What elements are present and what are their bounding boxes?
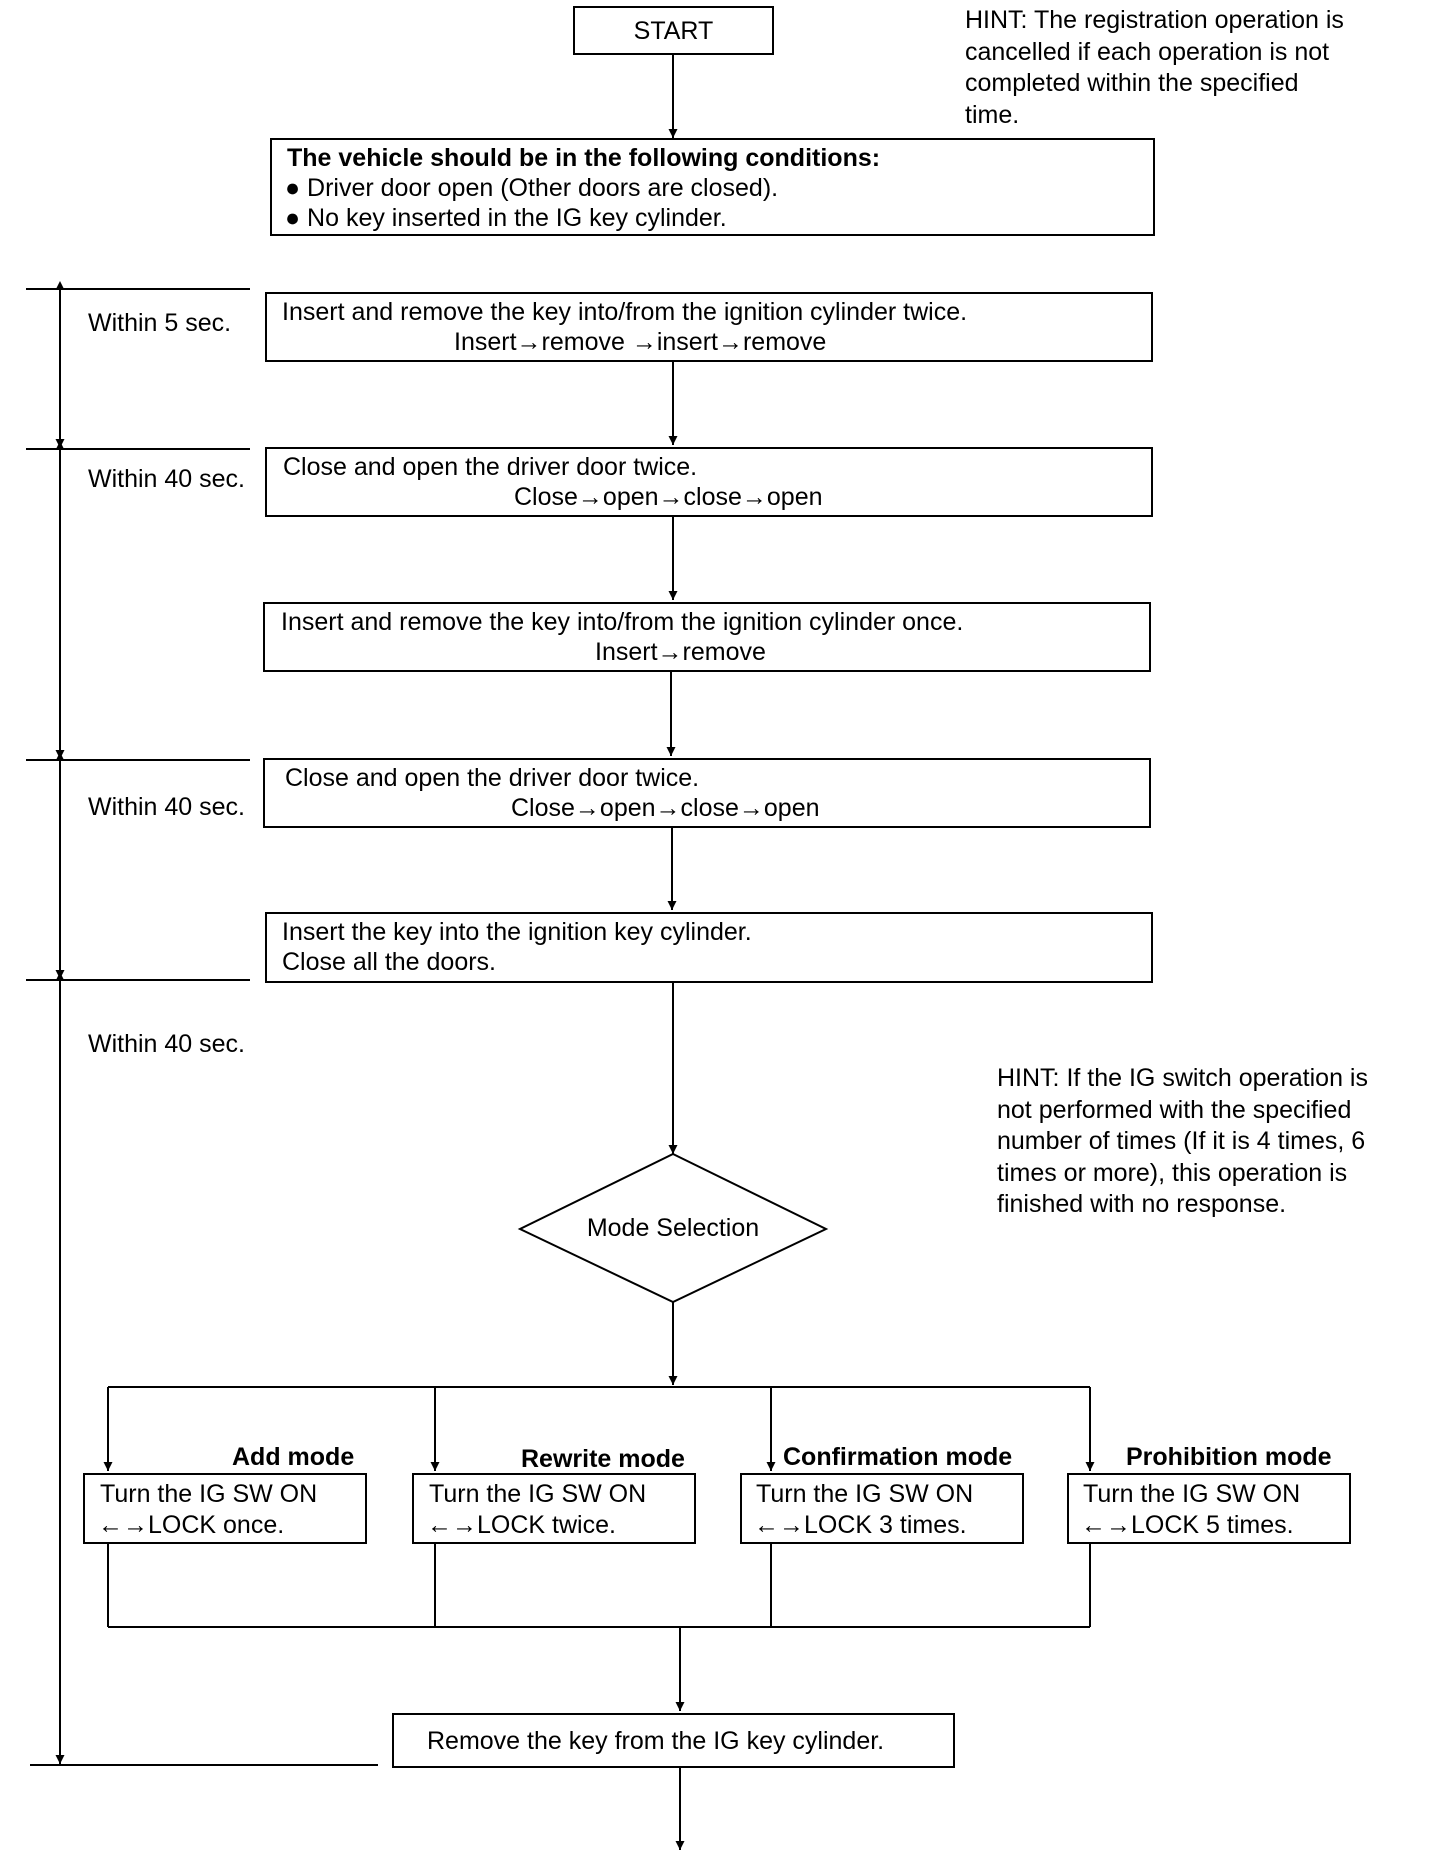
condition-item: ● No key inserted in the IG key cylinder… [285,204,727,232]
step-text: Close and open the driver door twice. [285,764,700,792]
step-insert-remove-twice: Insert and remove the key into/from the … [265,292,1153,362]
hint-registration-cancel: HINT: The registration operation is canc… [965,5,1390,131]
mode-count: ←→LOCK 3 times. [754,1511,967,1539]
mode-action: Turn the IG SW ON [100,1480,318,1508]
step-sequence: Close→open→close→open [514,483,823,511]
hint-top-line-2: cancelled if each operation is not [965,37,1330,66]
hint-mid-line-4: times or more), this operation is [997,1158,1348,1187]
prohibition-mode-box: Turn the IG SW ON ←→LOCK 5 times. [1067,1473,1351,1544]
start-box: START [573,6,774,55]
mode-count: ←→LOCK twice. [427,1511,616,1539]
mode-action: Turn the IG SW ON [1083,1480,1301,1508]
conditions-title: The vehicle should be in the following c… [287,144,881,172]
condition-item-text: No key inserted in the IG key cylinder. [307,204,727,232]
time-label-40-sec-2: Within 40 sec. [88,793,246,821]
hint-mid-line-5: finished with no response. [997,1190,1287,1218]
add-mode-label: Add mode [232,1443,355,1471]
hint-top-line-3: completed within the specified [965,69,1299,97]
confirmation-mode-box: Turn the IG SW ON ←→LOCK 3 times. [740,1473,1024,1544]
mode-action: Turn the IG SW ON [756,1480,974,1508]
prohibition-mode-label: Prohibition mode [1126,1443,1332,1471]
hint-ig-switch-operation: HINT: If the IG switch operation is not … [997,1063,1400,1221]
step-door-twice-2: Close and open the driver door twice. Cl… [263,758,1151,828]
step-insert-remove-once: Insert and remove the key into/from the … [263,602,1151,672]
step-text: Insert and remove the key into/from the … [281,608,964,636]
step-door-twice-1: Close and open the driver door twice. Cl… [265,447,1153,517]
mode-selection-label: Mode Selection [586,1214,760,1242]
hint-mid-line-3: number of times (If it is 4 times, 6 [997,1127,1366,1155]
hint-mid-line-1: HINT: If the IG switch operation is [997,1064,1368,1092]
rewrite-mode-box: Turn the IG SW ON ←→LOCK twice. [412,1473,696,1544]
step-insert-key: Insert the key into the ignition key cyl… [265,912,1153,983]
hint-top-line-1: HINT: The registration operation is [965,6,1344,34]
time-label-5-sec: Within 5 sec. [88,309,232,337]
conditions-box: The vehicle should be in the following c… [270,138,1155,236]
step-text: Insert and remove the key into/from the … [282,298,968,326]
start-label: START [633,17,714,45]
step-text: Insert the key into the ignition key cyl… [282,918,752,946]
condition-item: ● Driver door open (Other doors are clos… [285,174,779,202]
step-sequence: Insert→remove →insert→remove [454,328,827,356]
step-text: Close and open the driver door twice. [283,453,698,481]
step-sequence: Insert→remove [595,638,766,666]
time-label-40-sec-1: Within 40 sec. [88,465,246,493]
mode-count: ←→LOCK 5 times. [1081,1511,1294,1539]
mode-action: Turn the IG SW ON [429,1480,647,1508]
confirmation-mode-label: Confirmation mode [783,1443,1013,1471]
step-text-2: Close all the doors. [282,948,497,976]
rewrite-mode-label: Rewrite mode [521,1445,685,1473]
hint-top-line-4: time. [965,100,1020,129]
add-mode-box: Turn the IG SW ON ←→LOCK once. [83,1473,367,1544]
final-step-box: Remove the key from the IG key cylinder. [392,1713,955,1768]
time-label-40-sec-3: Within 40 sec. [88,1030,246,1058]
mode-selection-diamond [517,1152,829,1304]
mode-count: ←→LOCK once. [98,1511,285,1539]
condition-item-text: Driver door open (Other doors are closed… [307,174,779,202]
hint-mid-line-2: not performed with the specified [997,1095,1352,1124]
final-step-text: Remove the key from the IG key cylinder. [427,1727,885,1755]
step-sequence: Close→open→close→open [511,794,820,822]
